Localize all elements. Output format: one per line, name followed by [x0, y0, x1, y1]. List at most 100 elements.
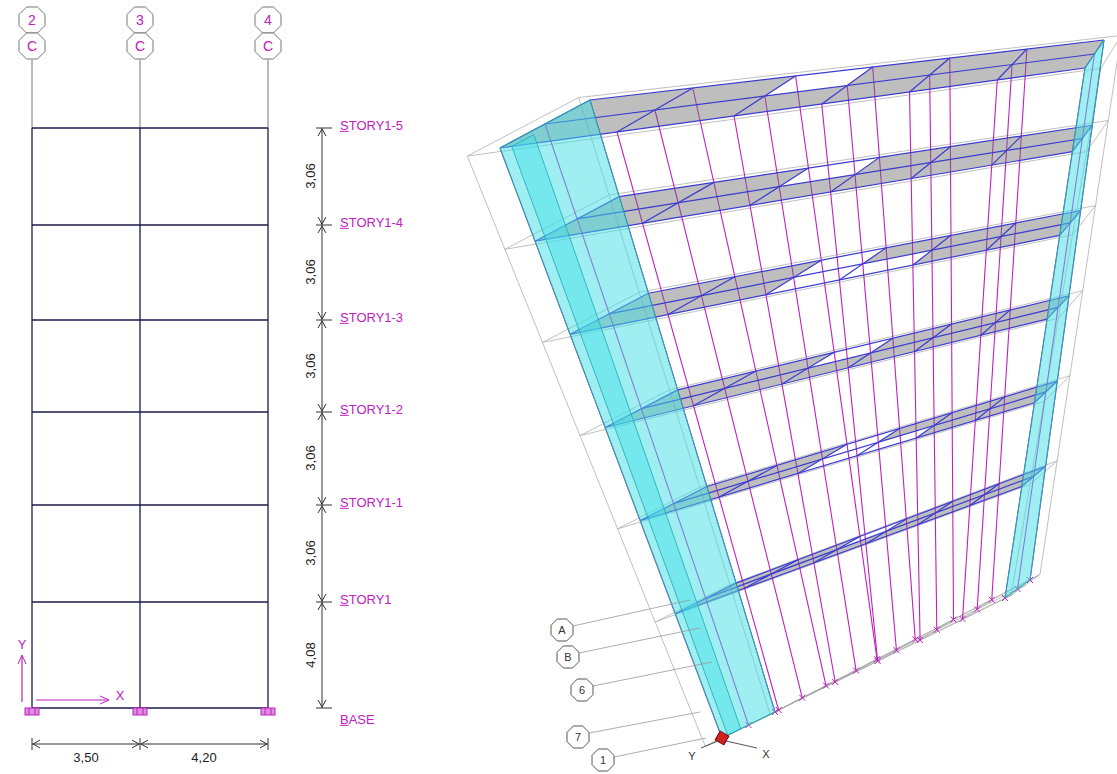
support-symbol — [261, 708, 275, 715]
support-symbol — [25, 708, 39, 715]
support-hatch — [29, 708, 30, 715]
axis-arrowhead — [18, 655, 26, 664]
story-label: STORY1-3 — [340, 311, 403, 325]
grid-stem — [268, 60, 269, 128]
dimension-arrow — [318, 700, 326, 707]
beam-line — [839, 248, 886, 280]
dimension-tick — [316, 128, 332, 129]
beam-line — [918, 501, 953, 524]
story-label: STORY1-4 — [340, 216, 403, 230]
floor-slab — [913, 223, 1070, 265]
story-height: 3,06 — [304, 163, 318, 188]
dimension-arrow — [260, 740, 267, 748]
beam-line — [719, 465, 777, 497]
support-mark — [934, 627, 940, 633]
octagon-shape — [551, 619, 573, 641]
floor-slab — [916, 392, 1046, 438]
support-mark — [974, 606, 980, 612]
beam-line — [997, 49, 1027, 80]
dimension-arrow — [318, 594, 326, 601]
beam-line — [674, 392, 1046, 504]
support-hatch — [137, 708, 138, 715]
grid-stem — [140, 60, 141, 128]
beam-line — [590, 40, 1104, 100]
support-mark — [893, 647, 899, 653]
dimension-arrow — [318, 129, 326, 136]
grid-leader — [593, 662, 712, 686]
beam-line — [734, 76, 796, 116]
axis-arrow — [36, 699, 108, 700]
beam-line — [913, 235, 951, 265]
beam-line — [643, 182, 714, 223]
support-mark — [823, 683, 829, 689]
beam-line — [970, 484, 999, 506]
dimension-line — [322, 128, 323, 708]
floor-slab — [814, 513, 935, 563]
dimension-tick — [316, 505, 332, 506]
dimension-arrow — [33, 740, 40, 748]
beam-line — [32, 601, 268, 602]
bay-width: 3,50 — [73, 751, 98, 765]
grid-bubble: A — [551, 619, 573, 641]
support-mark — [960, 616, 966, 622]
grid-stem — [32, 60, 33, 128]
bay-width: 4,20 — [191, 751, 216, 765]
beam-line — [668, 277, 735, 315]
dimension-tick — [316, 225, 332, 226]
dimension-arrow — [318, 506, 326, 513]
beam-line — [641, 307, 1058, 408]
grid-bubble: C — [255, 33, 281, 59]
beam-line — [766, 260, 821, 295]
story-label: BASE — [340, 713, 375, 727]
grid-label: 7 — [575, 732, 581, 743]
shear-wall — [512, 135, 741, 736]
grid-label: 6 — [579, 685, 585, 696]
beam-line — [745, 560, 798, 589]
beam-line — [814, 536, 860, 562]
grid-bubble: 6 — [571, 679, 593, 701]
beam-line — [848, 338, 893, 368]
story-height: 3,06 — [304, 540, 318, 565]
beam-line — [648, 211, 1080, 294]
support-symbol — [133, 708, 147, 715]
building-3d-view — [467, 35, 1117, 757]
floor-slab — [915, 307, 1059, 351]
beam-line — [911, 147, 950, 179]
dimension-tick — [316, 412, 332, 413]
origin-marker — [715, 731, 729, 745]
floor-slab — [871, 296, 1069, 353]
dimension-tick — [316, 708, 332, 709]
grid-bubble: 3 — [127, 7, 153, 33]
story-label: STORY1-5 — [340, 119, 403, 133]
elevation-frame — [18, 60, 332, 750]
beam-line — [706, 476, 1034, 598]
grid-label: A — [558, 625, 565, 636]
octagon-shape — [127, 33, 153, 59]
beam-line — [609, 223, 1070, 314]
support-mark — [951, 617, 957, 623]
beam-line — [975, 397, 1004, 421]
support-hatch — [35, 708, 36, 715]
dimension-arrow — [318, 312, 326, 319]
column-line — [139, 128, 140, 708]
grid-label: C — [135, 39, 145, 53]
dimension-tick — [316, 602, 332, 603]
dimension-arrow — [318, 497, 326, 504]
beam-line — [915, 324, 952, 352]
story-height: 3,06 — [304, 259, 318, 284]
axis-arrow — [726, 741, 757, 748]
axis-arrow — [21, 656, 22, 702]
grid-bubble: 2 — [19, 7, 45, 33]
beam-line — [857, 429, 900, 456]
dimension-arrow — [318, 321, 326, 328]
grid-bubble: 4 — [255, 7, 281, 33]
floor-slab — [750, 163, 931, 206]
beam-line — [32, 411, 268, 412]
beam-line — [910, 58, 950, 92]
grid-bubble: C — [127, 33, 153, 59]
beam-line — [831, 157, 880, 192]
story-label: STORY1-1 — [340, 496, 403, 510]
dimension-arrow — [318, 413, 326, 420]
beam-line — [798, 444, 847, 473]
